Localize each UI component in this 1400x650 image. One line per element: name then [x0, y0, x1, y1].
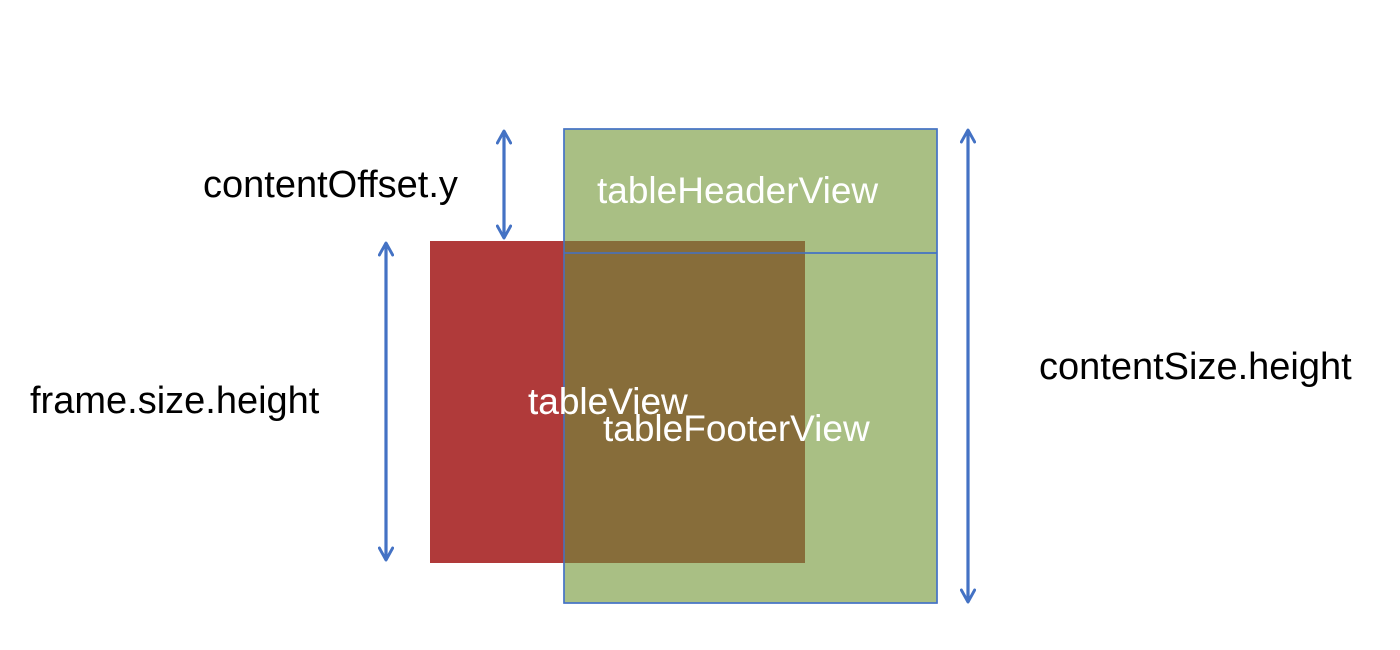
- frame-height-label: frame.size.height: [30, 380, 320, 422]
- table-footer-view-label: tableFooterView: [603, 408, 870, 449]
- overlap-region: [564, 241, 805, 563]
- content-size-label: contentSize.height: [1039, 346, 1352, 388]
- table-view-label-visible: tableView: [528, 381, 688, 422]
- table-header-view-label: tableHeaderView: [597, 170, 878, 211]
- table-view-label: tableView: [528, 381, 688, 422]
- content-area-outline: [563, 128, 938, 604]
- content-offset-label: contentOffset.y: [203, 164, 458, 206]
